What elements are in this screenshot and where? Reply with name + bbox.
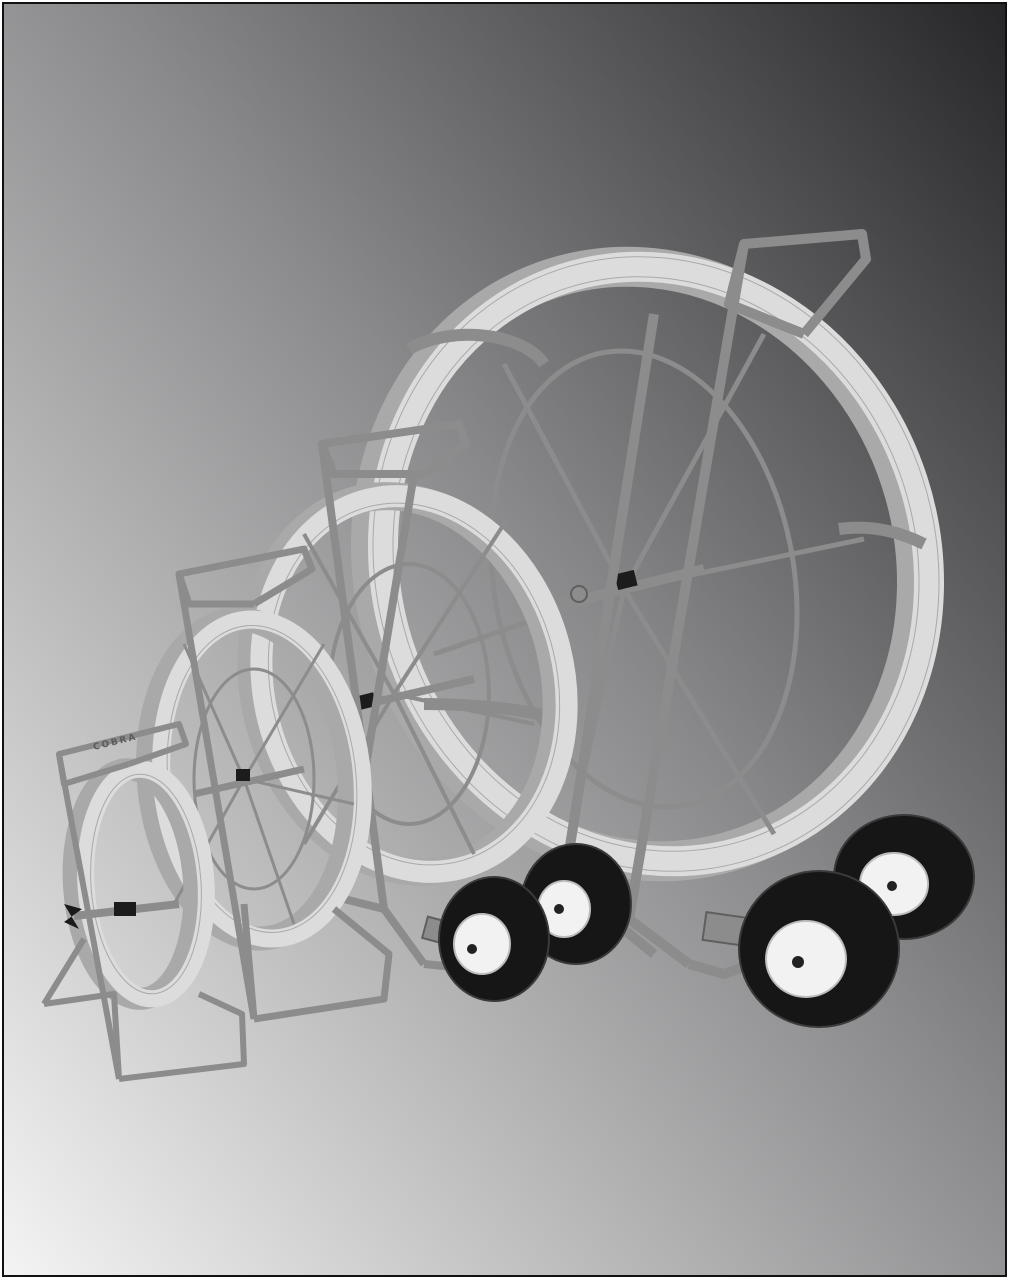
small-reel: COBRA xyxy=(41,721,247,1082)
medium-large-reel-wheels xyxy=(438,843,632,1002)
large-reel-wheels xyxy=(738,814,975,1028)
medium-large-reel xyxy=(237,420,578,973)
small-reel-frame xyxy=(41,721,247,1082)
medium-large-reel-coil xyxy=(237,482,578,886)
large-reel-axle xyxy=(542,564,706,614)
front-right-wheel xyxy=(738,870,900,1028)
large-reel-spokes xyxy=(433,332,865,865)
small-reel-knob xyxy=(64,904,82,929)
medium-small-reel-frame xyxy=(175,545,393,1023)
duct-rodder-reels-photo: COBRA xyxy=(4,4,1005,1275)
front-middle-wheel xyxy=(438,876,550,1002)
